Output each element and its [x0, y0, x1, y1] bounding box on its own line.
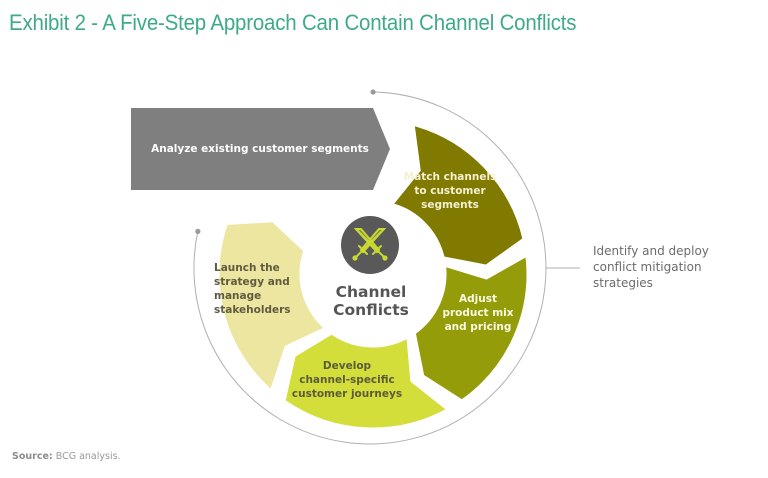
arc-end-dot — [195, 228, 201, 235]
step-match-label-line: Match channels — [404, 171, 497, 183]
step-adjust-label-line: Adjust — [459, 293, 497, 305]
source-label: Source: — [12, 451, 53, 462]
step-adjust-label-line: and pricing — [445, 321, 512, 333]
step-launch-label-line: stakeholders — [214, 304, 291, 316]
crossed-swords-icon — [341, 216, 399, 274]
step-develop-label-line: customer journeys — [292, 388, 402, 400]
step-analyze-label-line: Analyze existing customer segments — [151, 143, 369, 155]
side-note-line: strategies — [593, 276, 653, 290]
source-note: Source: BCG analysis. — [12, 451, 121, 462]
outer-bracket-arc — [193, 91, 547, 445]
exhibit-title: Exhibit 2 - A Five-Step Approach Can Con… — [9, 10, 577, 35]
step-match-label-line: segments — [421, 199, 479, 211]
center-circle — [301, 202, 445, 346]
side-note: Identify and deploy conflict mitigation … — [593, 243, 763, 291]
center-title-line2: Conflicts — [333, 301, 409, 319]
source-text: BCG analysis. — [52, 451, 121, 462]
center-title-line1: Channel — [336, 283, 407, 301]
side-note-line: Identify and deploy — [593, 244, 709, 258]
side-note-line: conflict mitigation — [593, 260, 702, 274]
step-adjust-label-line: product mix — [442, 307, 513, 319]
arc-start-dot — [370, 89, 376, 95]
step-develop-label-line: channel-specific — [299, 374, 395, 386]
step-launch-label-line: strategy and — [214, 276, 290, 288]
step-launch-label-line: Launch the — [214, 262, 280, 274]
step-analyze-arrow[interactable] — [129, 106, 393, 192]
step-develop-label-line: Develop — [323, 360, 372, 372]
step-launch-label-line: manage — [214, 290, 261, 302]
step-match-label-line: to customer — [414, 185, 486, 197]
